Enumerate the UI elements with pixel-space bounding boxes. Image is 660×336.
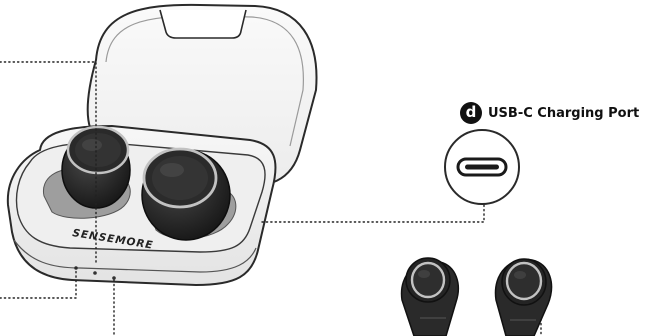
usb-c-port-detail (445, 130, 519, 204)
charging-case: SENSEMORE (8, 5, 317, 285)
right-earbud-in-case (142, 149, 230, 240)
earbud-right-standalone (495, 259, 551, 336)
callout-label-text: USB-C Charging Port (488, 106, 639, 121)
case-hinge (160, 10, 246, 38)
usb-c-port-tongue (465, 165, 499, 170)
earbud-left-standalone (402, 258, 459, 336)
led-indicator-right (112, 276, 116, 280)
leader-line-usb-port (262, 196, 484, 222)
usb-c-callout: d USB-C Charging Port (460, 99, 639, 127)
led-indicator-mid (93, 271, 97, 275)
callout-badge: d (460, 102, 482, 124)
